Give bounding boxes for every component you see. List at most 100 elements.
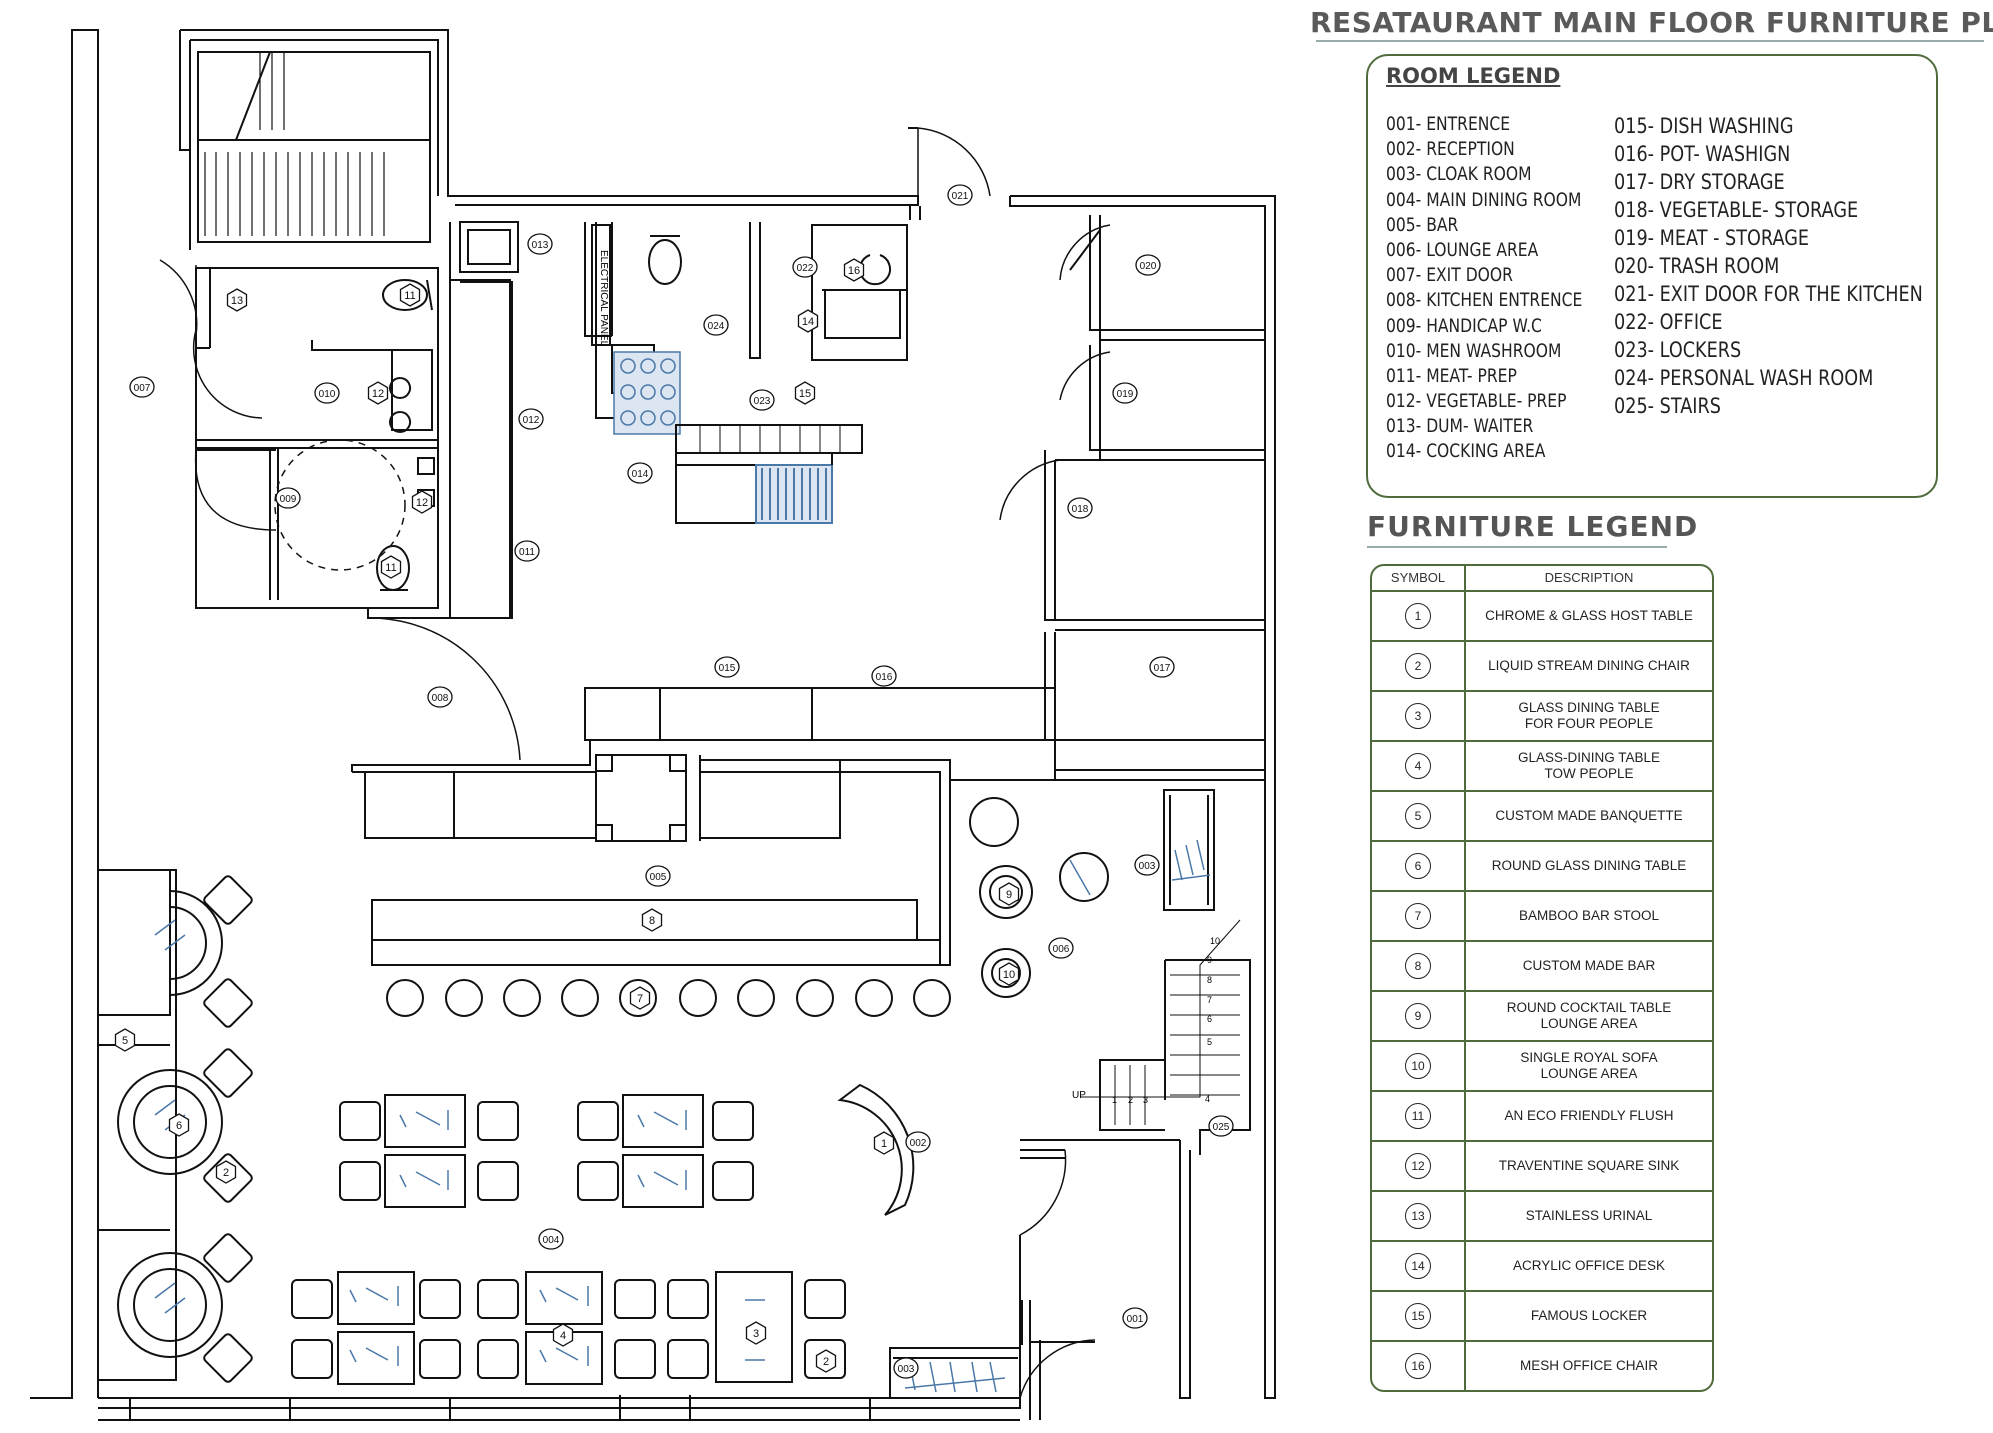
furniture-legend-heading: FURNITURE LEGEND (1367, 510, 1699, 543)
room-tag-circle (1134, 854, 1160, 876)
room-legend-entry: 004- MAIN DINING ROOM (1386, 189, 1582, 211)
room-tag-label: 013 (532, 240, 549, 251)
room-tag-label: 004 (543, 1235, 560, 1246)
room-tag-label: 006 (1053, 944, 1070, 955)
room-tag-label: 022 (797, 263, 814, 274)
symbol-cell: 9 (1372, 992, 1466, 1040)
furniture-tag-label: 3 (753, 1328, 759, 1340)
symbol-cell: 3 (1372, 692, 1466, 740)
room-tag-label: 014 (632, 469, 649, 480)
furniture-table-header: SYMBOL DESCRIPTION (1372, 566, 1712, 592)
furniture-symbol-icon: 7 (1405, 903, 1431, 929)
room-legend-entry: 010- MEN WASHROOM (1386, 340, 1562, 362)
room-legend-entry: 005- BAR (1386, 214, 1459, 236)
south-wall (98, 1397, 1021, 1409)
furniture-description: FAMOUS LOCKER (1530, 1308, 1648, 1323)
room-tag-label: 001 (1127, 1314, 1144, 1325)
furniture-tag-hexagon (367, 381, 389, 405)
furniture-symbol-icon: 2 (1405, 653, 1431, 679)
furniture-symbol-icon: 15 (1405, 1303, 1431, 1329)
handicap-wc (195, 447, 439, 609)
furniture-tag-hexagon (552, 1323, 574, 1347)
stair-step-number: 5 (1207, 1037, 1212, 1047)
symbol-cell: 15 (1372, 1292, 1466, 1340)
room-legend-entry: 014- COCKING AREA (1386, 441, 1546, 463)
room-tag-circle (871, 665, 897, 687)
room-tag-label: 003 (1139, 861, 1156, 872)
furniture-tag-label: 10 (1003, 969, 1015, 981)
room-tag-label: 016 (876, 672, 893, 683)
furniture-symbol-icon: 16 (1405, 1353, 1431, 1379)
room-tag-label: 010 (319, 389, 336, 400)
room-legend-entry: 013- DUM- WAITER (1386, 416, 1534, 438)
stair-block (197, 51, 431, 243)
furniture-tag-hexagon (745, 1321, 767, 1345)
furniture-tag-hexagon (168, 1113, 190, 1137)
plan-title: RESATAURANT MAIN FLOOR FURNITURE PLAN (1310, 6, 1993, 39)
symbol-cell: 13 (1372, 1192, 1466, 1240)
room-legend-entry: 008- KITCHEN ENTRENCE (1386, 290, 1583, 312)
room-legend-entry: 017- DRY STORAGE (1614, 170, 1785, 194)
stair-step-number: 8 (1207, 975, 1212, 985)
furniture-symbol-icon: 1 (1405, 603, 1431, 629)
furniture-tag-hexagon (843, 258, 865, 282)
east-wall (1009, 195, 1276, 1399)
room-tag-label: 017 (1154, 663, 1171, 674)
furniture-tag-label: 12 (416, 497, 428, 509)
furniture-description: MESH OFFICE CHAIR (1519, 1358, 1658, 1373)
room-tag-circle (1067, 497, 1093, 519)
stair-step-number: 1 (1112, 1095, 1117, 1105)
furniture-tag-label: 8 (649, 915, 655, 927)
symbol-cell: 12 (1372, 1142, 1466, 1190)
furniture-tag-label: 9 (1006, 889, 1012, 901)
room-tag-circle (129, 376, 155, 398)
stove (613, 351, 681, 435)
stair-up-label: UP (1072, 1090, 1086, 1101)
room-legend-entry: 024- PERSONAL WASH ROOM (1614, 366, 1874, 390)
furniture-tag-label: 5 (122, 1035, 128, 1047)
furniture-heading-underline (1367, 546, 1667, 548)
furniture-tag-hexagon (411, 490, 433, 514)
furniture-tag-hexagon (815, 1349, 837, 1373)
room-tag-label: 009 (280, 494, 297, 505)
furniture-description: ROUND GLASS DINING TABLE (1491, 858, 1687, 873)
furniture-symbol-icon: 9 (1405, 1003, 1431, 1029)
room-tag-label: 008 (432, 693, 449, 704)
room-tag-circle (627, 462, 653, 484)
room-legend-entry: 025- STAIRS (1614, 394, 1721, 418)
symbol-cell: 1 (1372, 592, 1466, 640)
room-tag-circle (703, 314, 729, 336)
room-legend-entry: 023- LOCKERS (1614, 338, 1742, 362)
room-tag-circle (893, 1357, 919, 1379)
furniture-legend-row: 7 BAMBOO BAR STOOL (1372, 892, 1712, 942)
furniture-tag-label: 12 (372, 388, 384, 400)
room-tag-circle (749, 389, 775, 411)
furniture-symbol-icon: 13 (1405, 1203, 1431, 1229)
furniture-description: BAMBOO BAR STOOL (1518, 908, 1660, 923)
room-legend-entry: 006- LOUNGE AREA (1386, 239, 1539, 261)
furniture-tag-hexagon (873, 1131, 895, 1155)
furniture-symbol-icon: 4 (1405, 753, 1431, 779)
room-tag-circle (905, 1131, 931, 1153)
furniture-tag-hexagon (794, 381, 816, 405)
room-tag-label: 015 (719, 663, 736, 674)
symbol-cell: 14 (1372, 1242, 1466, 1290)
room-legend-entry: 019- MEAT - STORAGE (1614, 226, 1810, 250)
stair-step-number: 3 (1143, 1095, 1148, 1105)
furniture-tag-label: 16 (848, 265, 860, 277)
room-tag-label: 024 (708, 321, 725, 332)
furniture-description: ROUND COCKTAIL TABLE LOUNGE AREA (1506, 1000, 1672, 1031)
furniture-tag-label: 4 (560, 1330, 566, 1342)
room-tag-label: 005 (650, 872, 667, 883)
room-tag-circle (1048, 937, 1074, 959)
room-tag-label: 018 (1072, 504, 1089, 515)
furniture-legend-row: 16 MESH OFFICE CHAIR (1372, 1342, 1712, 1390)
furniture-symbol-icon: 5 (1405, 803, 1431, 829)
furniture-description: CUSTOM MADE BANQUETTE (1495, 808, 1683, 823)
